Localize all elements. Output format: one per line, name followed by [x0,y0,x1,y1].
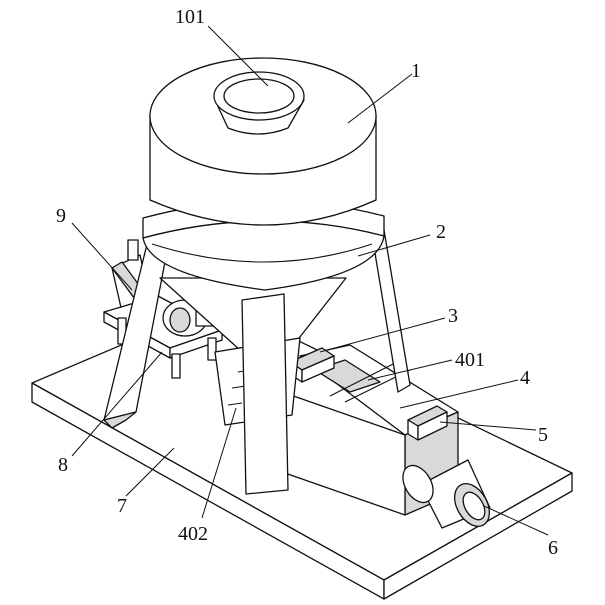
label-402: 402 [178,523,208,545]
front-left-leg [103,235,171,429]
leader-lines [71,25,549,536]
labels: 101 1 2 3 401 4 5 6 7 8 9 402 [56,6,558,559]
label-9: 9 [56,205,66,227]
clamp-5 [407,405,448,441]
label-101: 101 [175,6,205,28]
label-6: 6 [548,537,558,559]
label-7: 7 [117,495,127,517]
front-main-leg [241,293,289,495]
label-3: 3 [448,305,458,327]
label-8: 8 [58,454,68,476]
label-401: 401 [455,349,485,371]
outlet-pipe [402,459,491,529]
label-5: 5 [538,424,548,446]
label-2: 2 [436,221,446,243]
feed-funnel [213,71,305,135]
label-4: 4 [520,367,530,389]
label-1: 1 [411,60,421,82]
